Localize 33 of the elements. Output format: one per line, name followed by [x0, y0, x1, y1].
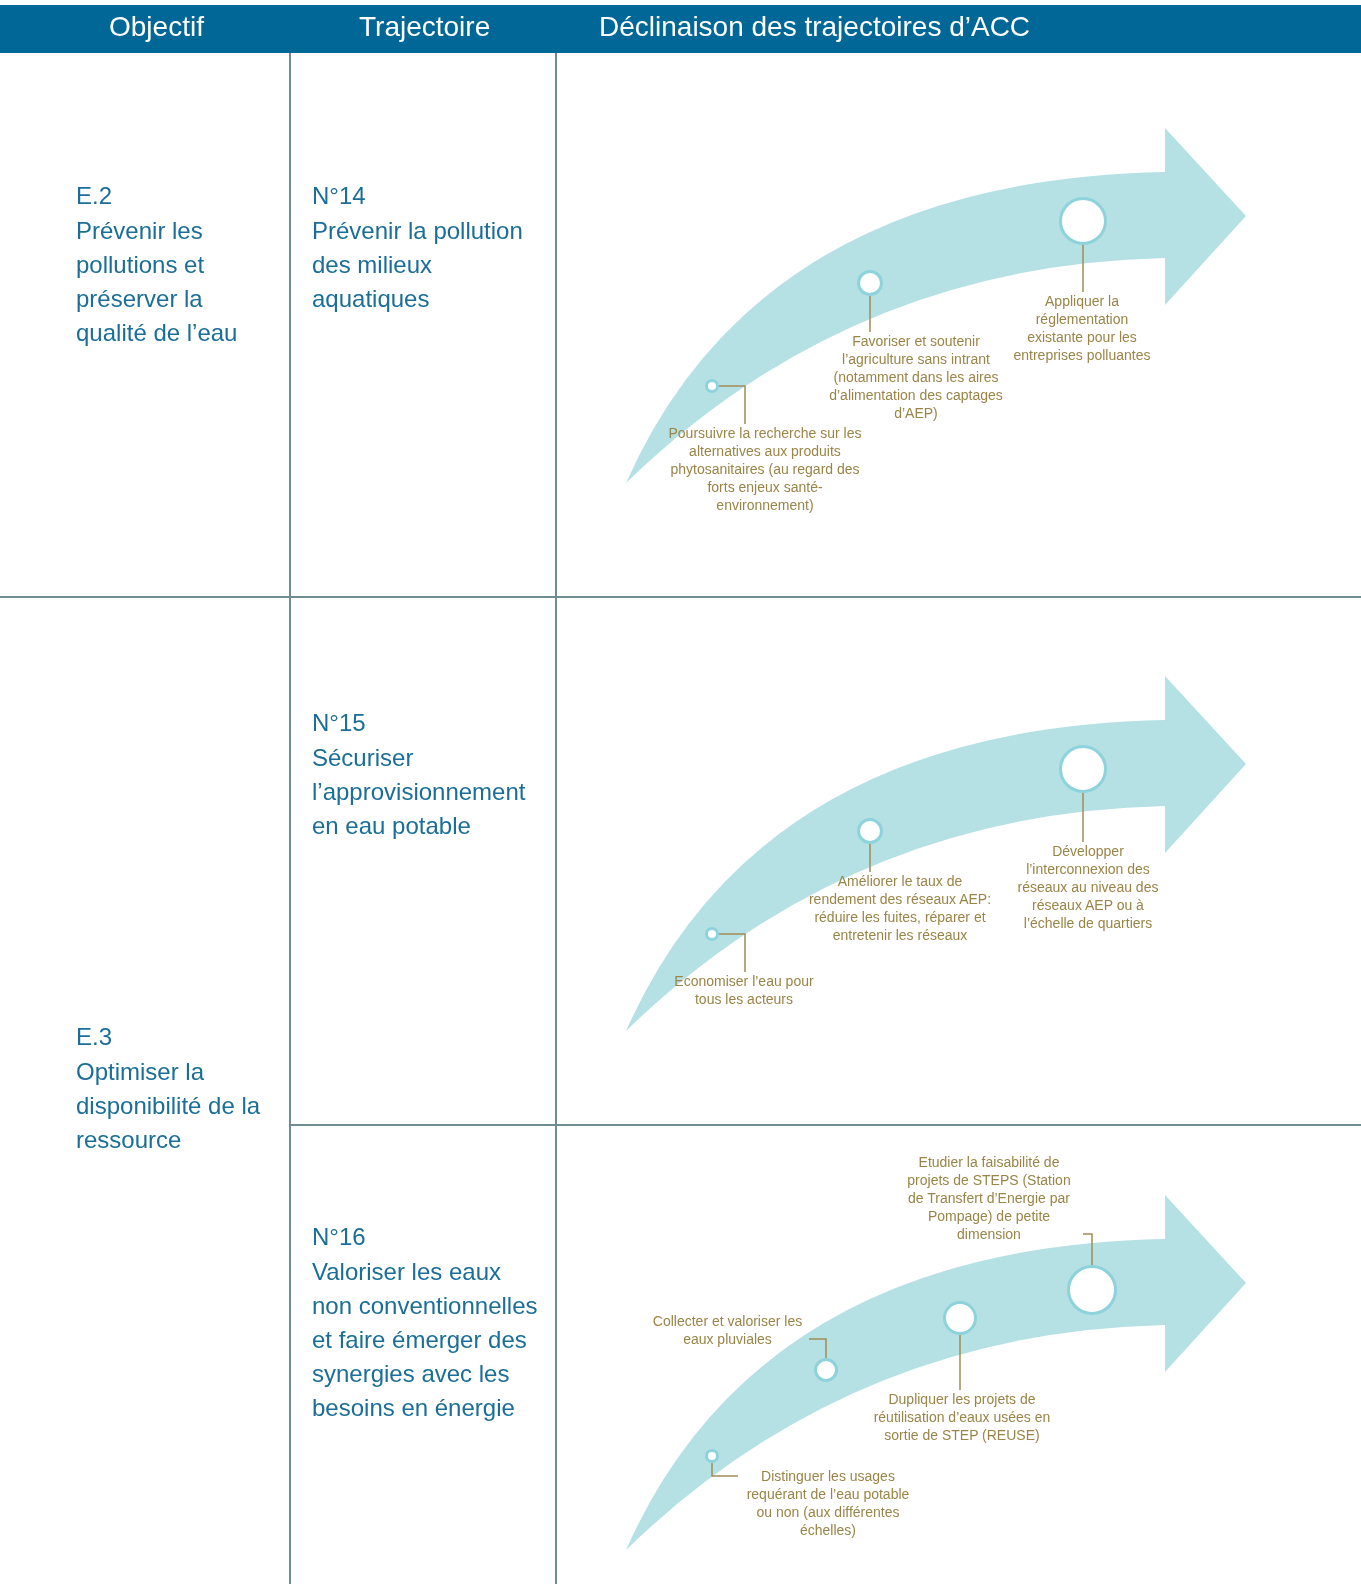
- trajectory-text: Prévenir la pollution des milieux aquatiques: [312, 216, 524, 314]
- column-header: Objectif: [109, 10, 204, 44]
- action-text: Appliquer la réglementation existante pour les entreprises polluantes: [1012, 292, 1152, 364]
- leader-line: [718, 933, 746, 973]
- leader-line: [718, 385, 746, 425]
- action-text: Etudier la faisabilité de projets de STEPS (Station de Transfert d’Energie par Pompage) de petite dimension: [899, 1153, 1079, 1243]
- action-text: Distinguer les usages requérant de l’eau potable ou non (aux différentes échelles): [742, 1467, 914, 1539]
- action-text: Collecter et valoriser les eaux pluviales: [650, 1312, 805, 1348]
- action-text: Développer l’interconnexion des réseaux au niveau des réseaux AEP ou à l’échelle de quartiers: [1013, 842, 1163, 932]
- trajectory-number: N°15: [312, 708, 367, 738]
- objective-code: E.2: [76, 181, 114, 211]
- objective-text: Optimiser la disponibilité de la ressource: [76, 1057, 262, 1155]
- leader-line: [869, 843, 871, 873]
- action-text: Favoriser et soutenir l’agriculture sans intrant (notamment dans les aires d’alimentation des captages d’AEP): [821, 332, 1011, 422]
- column-header: Trajectoire: [359, 10, 491, 44]
- leader-line: [1082, 244, 1084, 293]
- objective-text: Prévenir les pollutions et préserver la qualité de l’eau: [76, 216, 239, 348]
- leader-line: [1082, 792, 1084, 843]
- leader-line: [869, 295, 871, 333]
- trajectory-text: Sécuriser l’approvisionnement en eau potable: [312, 743, 527, 841]
- action-text: Poursuivre la recherche sur les alternatives aux produits phytosanitaires (au regard des forts enjeux santé-environnement): [667, 424, 863, 514]
- leader-line: [711, 1462, 739, 1477]
- trajectory-text: Valoriser les eaux non conventionnelles et faire émerger des synergies avec les besoins en énergie: [312, 1257, 539, 1423]
- trajectory-number: N°14: [312, 181, 367, 211]
- action-text: Dupliquer les projets de réutilisation d’eaux usées en sortie de STEP (REUSE): [867, 1390, 1057, 1444]
- action-text: Economiser l’eau pour tous les acteurs: [664, 972, 824, 1008]
- leader-line: [1082, 1233, 1093, 1266]
- column-header: Déclinaison des trajectoires d’ACC: [599, 10, 1031, 44]
- leader-line: [959, 1334, 961, 1391]
- trajectory-number: N°16: [312, 1222, 367, 1252]
- leader-line: [808, 1338, 827, 1359]
- objective-code: E.3: [76, 1022, 114, 1052]
- action-text: Améliorer le taux de rendement des réseaux AEP: réduire les fuites, réparer et entretenir les réseaux: [807, 872, 993, 944]
